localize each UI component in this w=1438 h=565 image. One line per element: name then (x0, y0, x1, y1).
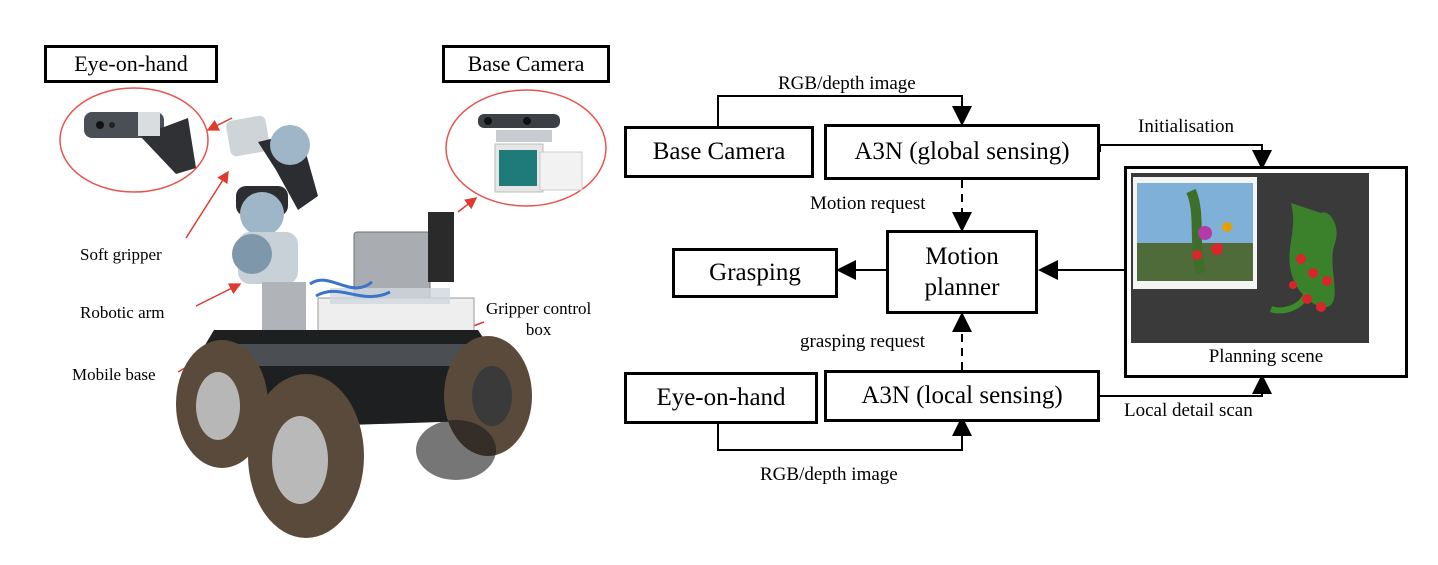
mobile-base-label: Mobile base (72, 365, 156, 384)
edge-rgb-depth-top (717, 95, 972, 126)
eye-on-hand-callout-label: Eye-on-hand (44, 45, 218, 83)
planning-scene-screenshot (1131, 173, 1369, 343)
edge-local-detail-scan (1100, 374, 1272, 397)
node-base-camera: Base Camera (624, 126, 814, 178)
label-local-detail-scan: Local detail scan (1124, 400, 1253, 421)
label-grasping-request: grasping request (800, 331, 926, 352)
node-a3n-local-sensing: A3N (local sensing) (824, 370, 1100, 422)
label-initialisation: Initialisation (1138, 116, 1235, 137)
base-camera-leader (457, 197, 478, 213)
planning-scene-label: Planning scene (1208, 346, 1324, 367)
robotic-arm-label: Robotic arm (80, 303, 165, 322)
eye-on-hand-leader (206, 117, 233, 131)
point-cloud-canopy (1269, 203, 1337, 314)
node-motion-planner: Motion planner (886, 230, 1038, 314)
base-camera-callout-ellipse (445, 89, 607, 207)
base-camera-callout-label: Base Camera (442, 45, 610, 83)
base-camera-icon (478, 114, 583, 193)
eye-on-hand-camera-icon (84, 112, 196, 174)
node-grasping: Grasping (672, 248, 838, 298)
robot-illustration (176, 115, 532, 538)
label-rgb-depth-bottom: RGB/depth image (760, 464, 898, 485)
soft-gripper-leader (185, 170, 229, 239)
label-rgb-depth-top: RGB/depth image (778, 73, 916, 94)
gripper-control-box-label: Gripper control box (486, 299, 592, 340)
soft-gripper-label: Soft gripper (80, 245, 162, 264)
label-motion-request: Motion request (810, 193, 926, 214)
eye-on-hand-callout-ellipse (59, 87, 209, 193)
edge-initialisation (1099, 144, 1272, 170)
node-a3n-global-sensing: A3N (global sensing) (824, 124, 1100, 180)
node-eye-on-hand: Eye-on-hand (624, 372, 818, 424)
edge-rgb-depth-bottom (717, 416, 972, 451)
robotic-arm-leader (195, 283, 242, 307)
node-planning-scene: Planning scene (1124, 166, 1408, 378)
